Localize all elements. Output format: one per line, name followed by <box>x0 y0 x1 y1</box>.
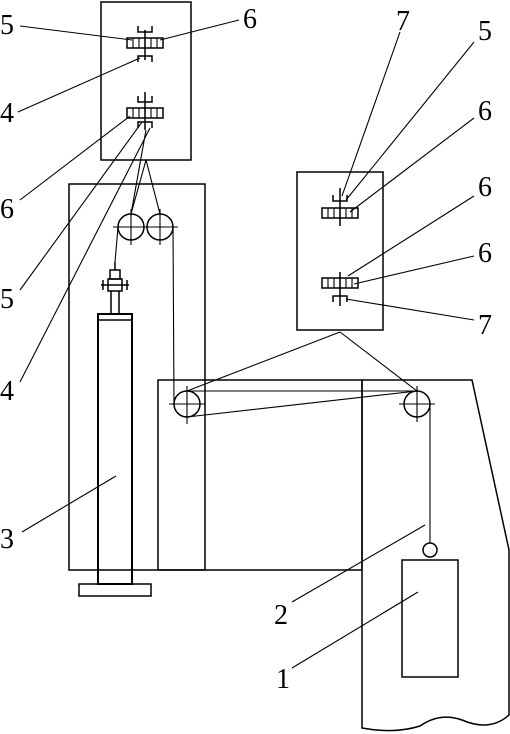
callout-5: 5 <box>0 284 14 315</box>
callout-5: 5 <box>478 16 492 47</box>
main-body-pulleys <box>169 386 435 424</box>
callout-6: 6 <box>478 238 492 269</box>
upper-transmission-box <box>100 1 192 161</box>
callout-7: 7 <box>396 6 410 37</box>
callout-7: 7 <box>478 310 492 341</box>
callout-1: 1 <box>276 664 290 695</box>
leader-lines <box>17 19 475 669</box>
right-transmission-box <box>296 171 384 331</box>
callout-2: 2 <box>274 600 288 631</box>
callout-5: 5 <box>0 10 14 41</box>
hydraulic-cylinder <box>78 262 152 597</box>
column-frame <box>68 183 206 571</box>
callout-labels: 5 6 4 6 5 4 7 5 6 6 6 7 3 2 1 <box>0 4 492 695</box>
cables <box>114 129 431 543</box>
callout-6: 6 <box>243 4 257 35</box>
column-top-pulleys <box>113 209 178 245</box>
right-housing <box>361 379 510 732</box>
counterweight <box>401 542 459 678</box>
callout-6: 6 <box>478 96 492 127</box>
callout-3: 3 <box>0 524 14 555</box>
callout-4: 4 <box>0 98 14 129</box>
callout-5: 6 <box>478 172 492 203</box>
callout-4: 4 <box>0 376 14 407</box>
callout-6: 6 <box>0 194 14 225</box>
